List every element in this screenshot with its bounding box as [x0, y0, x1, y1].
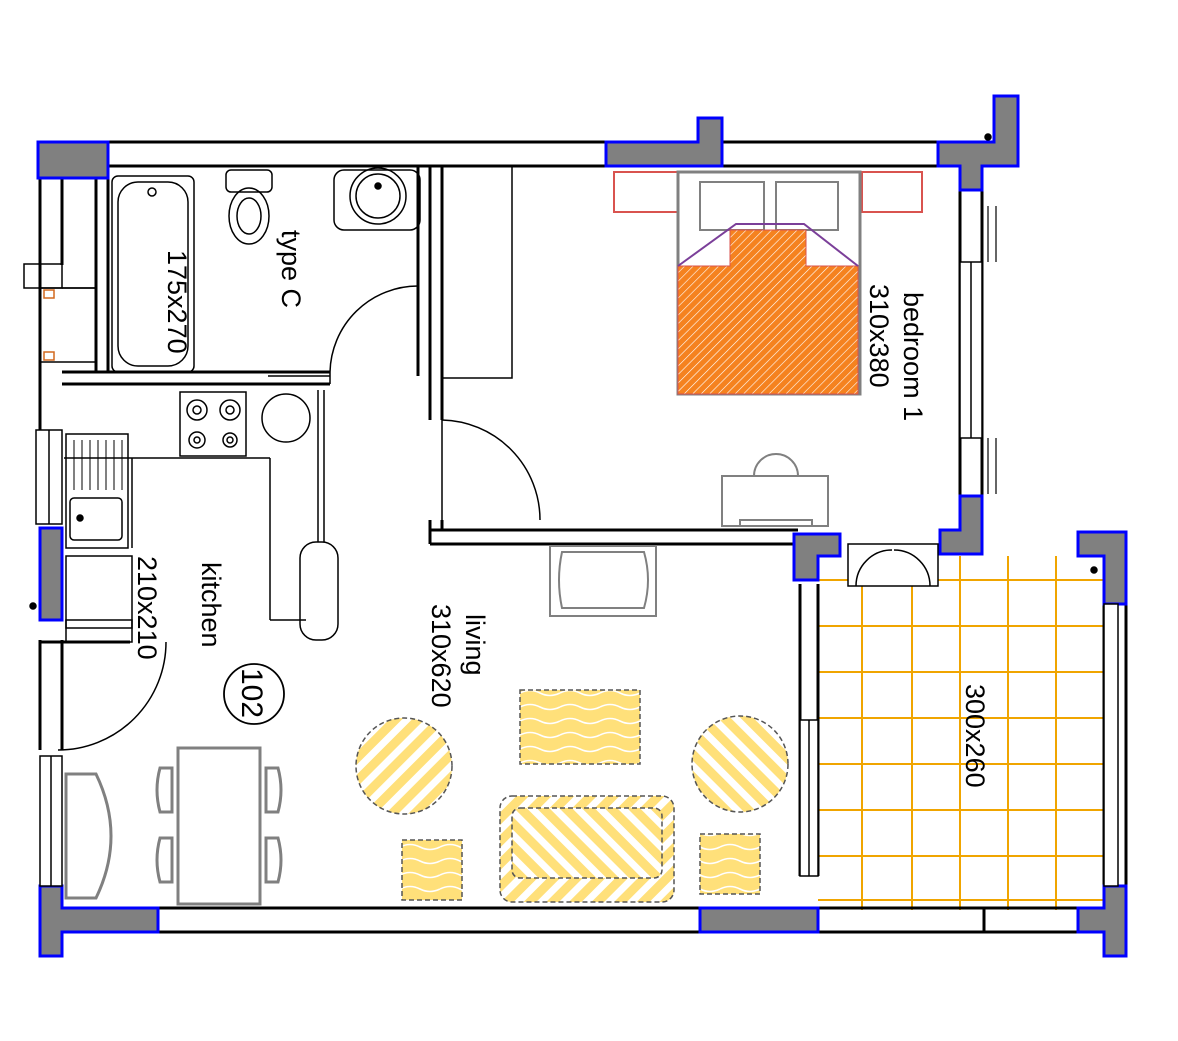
- sideboard: [64, 772, 113, 900]
- bed-cover: [677, 229, 859, 395]
- column-mid-right: [938, 494, 984, 556]
- bathroom-name-label: type C: [276, 230, 306, 308]
- column-bottom-right: [1076, 884, 1128, 958]
- bedroom-closet: [441, 165, 513, 379]
- living-furniture: [355, 689, 789, 903]
- bedroom-window-sills: [987, 206, 997, 494]
- terrace-rail: [1103, 603, 1119, 887]
- kitchen-fixtures: [64, 390, 339, 643]
- column-top-middle: [604, 116, 724, 168]
- desk: [721, 453, 829, 527]
- column-bottom-left: [38, 884, 160, 958]
- bathroom-door-swing: [329, 285, 419, 373]
- unit-number-label: 102: [235, 668, 268, 718]
- kitchen-cylinder: [299, 541, 339, 641]
- column-kitchen: [38, 526, 64, 622]
- bathroom-fixtures: [111, 167, 421, 377]
- wall-details: [23, 133, 1098, 610]
- sink-basin: [69, 497, 123, 541]
- column-bottom-middle: [698, 906, 820, 934]
- chair-3: [264, 766, 283, 814]
- bedroom-door-swing: [441, 419, 541, 521]
- bathtub: [111, 175, 195, 373]
- column-top-left: [36, 140, 110, 180]
- side-table-left: [401, 839, 463, 901]
- tub-drain: [147, 187, 157, 197]
- unit-number-badge: 102: [223, 663, 285, 725]
- bedroom-size-label: 310x380: [864, 284, 894, 388]
- fridge: [65, 555, 133, 629]
- coffee-table: [519, 689, 641, 765]
- pillow-right: [775, 181, 839, 231]
- side-table-right: [699, 833, 761, 895]
- nightstand-right: [861, 171, 923, 213]
- doors: [39, 285, 541, 751]
- nightstand-left: [613, 171, 679, 213]
- terrace-door: [847, 543, 939, 587]
- armchair-right: [691, 715, 789, 813]
- terrace-size-label: 300x260: [960, 684, 990, 788]
- living-size-label: 310x620: [426, 604, 456, 708]
- dining-set: [64, 746, 283, 906]
- dining-table: [176, 746, 262, 906]
- washbasin: [333, 167, 421, 231]
- sink-drainboard: [73, 440, 123, 490]
- tv-unit: [549, 545, 657, 617]
- terrace-tile-grid: [818, 556, 1104, 910]
- living-name-label: living: [460, 614, 490, 676]
- pillow-left: [699, 181, 765, 231]
- chair-4: [264, 836, 283, 884]
- column-mid-left: [792, 532, 842, 582]
- bed-cover-fold: [677, 223, 859, 267]
- sofa-cushion: [511, 807, 663, 879]
- structural-columns: [36, 94, 1128, 958]
- column-terrace-top: [1076, 530, 1128, 606]
- chair-1: [155, 766, 174, 814]
- entry-door-swing: [57, 641, 167, 751]
- windows: [35, 261, 1119, 887]
- toilet: [225, 169, 273, 245]
- chair-2: [155, 836, 174, 884]
- armchair-left: [355, 717, 453, 815]
- bedroom-furniture: [549, 170, 923, 617]
- sink-unit: [65, 433, 129, 549]
- kitchen-size-label: 210x210: [132, 556, 162, 660]
- bedroom-name-label: bedroom 1: [898, 292, 928, 421]
- stove: [179, 391, 247, 457]
- kitchen-name-label: kitchen: [196, 562, 226, 648]
- kitchen-round-appliance: [261, 393, 311, 443]
- column-top-right: [936, 94, 1020, 192]
- bathroom-size-label: 175x270: [162, 250, 192, 354]
